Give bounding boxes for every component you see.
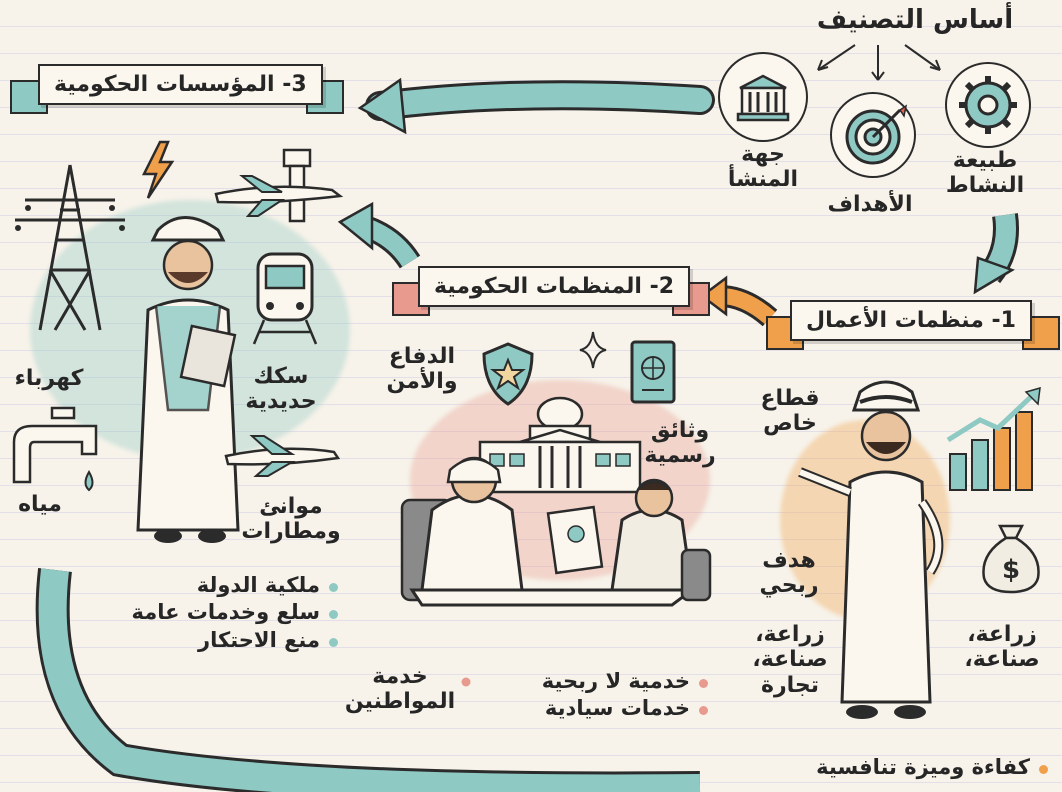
section2-title: 2- المنظمات الحكومية (418, 266, 691, 307)
label-documents: وثائق رسمية (644, 418, 716, 469)
header-title: أساس التصنيف (816, 5, 1014, 35)
criteria-label-activity: طبيعة النشاط (945, 148, 1025, 199)
label-sectors-left: زراعة، صناعة، تجارة (752, 622, 828, 698)
meeting-scene (400, 456, 712, 607)
label-profit-goal: هدف ربحي (759, 548, 819, 599)
label-water: مياه (18, 492, 62, 517)
list-item: خدمية لا ربحية (500, 668, 710, 695)
growth-chart-icon (946, 386, 1041, 491)
citizen-bullet-dot (461, 677, 471, 687)
list-item: خدمات سيادية (500, 695, 710, 722)
worker-figure (136, 216, 240, 543)
building-icon (736, 74, 790, 122)
gear-circle (945, 62, 1031, 148)
label-citizen-service: خدمة المواطنين (344, 664, 456, 715)
water-tap-icon (12, 406, 98, 492)
section1-bullets: كفاءة وميزة تنافسية (810, 754, 1050, 781)
label-defense: الدفاع والأمن (386, 344, 458, 395)
label-private-sector: قطاع خاص (760, 386, 820, 437)
lightning-icon (141, 140, 175, 199)
criteria-label-origin: جهة المنشأ (727, 142, 799, 193)
government-building-icon (478, 396, 642, 494)
passport-icon (630, 340, 676, 404)
svg-text:$: $ (1002, 555, 1020, 585)
target-circle (830, 92, 916, 178)
plane-icon (224, 435, 341, 477)
list-item: ملكية الدولة (100, 572, 340, 599)
businessman-figure (798, 380, 944, 719)
power-tower-icon (15, 164, 125, 331)
list-item: كفاءة وميزة تنافسية (810, 754, 1050, 781)
shield-icon (482, 342, 534, 406)
section2-bullets: خدمية لا ربحية خدمات سيادية (500, 668, 710, 723)
label-sectors-right: زراعة، صناعة، (964, 622, 1040, 673)
list-item: منع الاحتكار (100, 627, 340, 654)
money-bag-icon: $ (982, 524, 1040, 594)
list-item: سلع وخدمات عامة (100, 599, 340, 626)
criteria-label-goals: الأهداف (827, 192, 913, 217)
section1-title: 1- منظمات الأعمال (790, 300, 1032, 341)
building-circle (718, 52, 808, 142)
label-railways: سكك حديدية (245, 364, 317, 415)
section3-title: 3- المؤسسات الحكومية (38, 64, 323, 105)
airport-tower-icon (214, 148, 344, 223)
target-icon (845, 104, 908, 165)
train-icon (252, 252, 318, 345)
gear-icon (959, 76, 1017, 134)
label-electricity: كهرباء (14, 366, 84, 391)
label-ports: موانئ ومطارات (241, 494, 341, 545)
sparkle-icon (579, 331, 607, 369)
section3-bullets: ملكية الدولة سلع وخدمات عامة منع الاحتكا… (100, 572, 340, 654)
